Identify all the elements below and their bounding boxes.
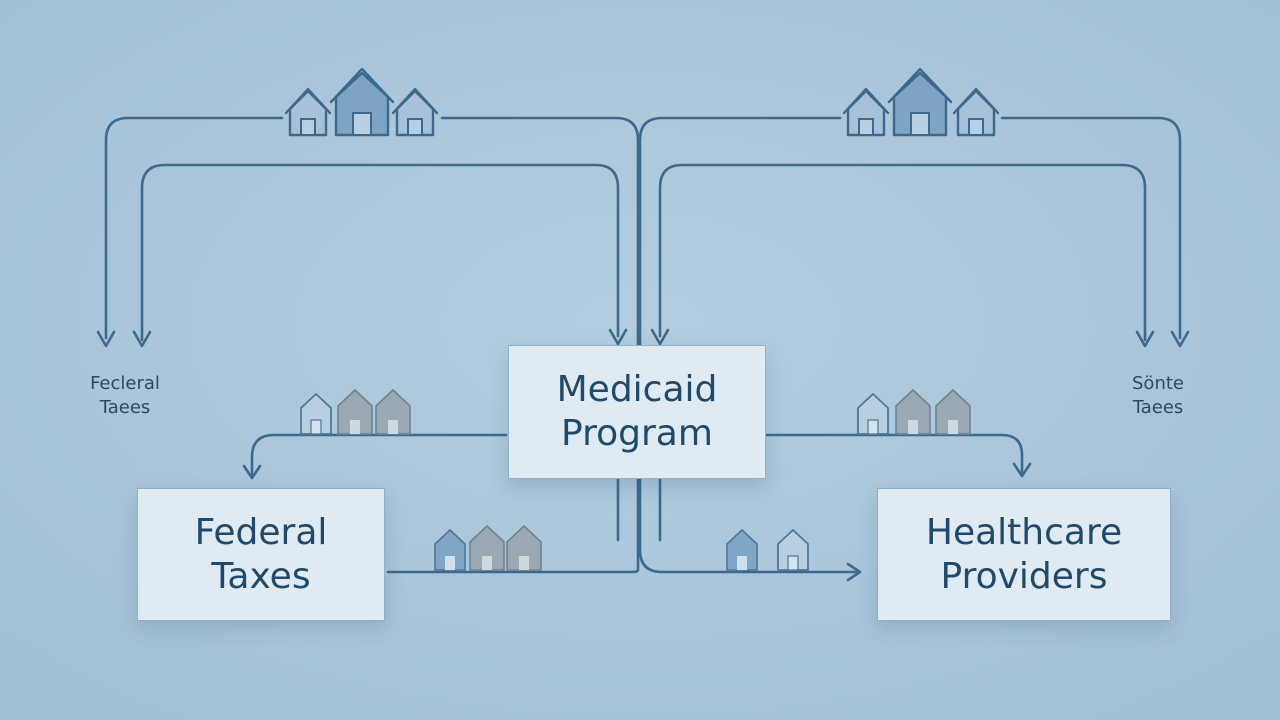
medicaid-program-node: Medicaid Program: [508, 345, 766, 479]
house-icon: [329, 67, 395, 137]
house-icon: [391, 87, 439, 137]
medicaid-program-line1: Medicaid: [556, 369, 718, 410]
house-icon: [284, 87, 332, 137]
healthcare-providers-node: Healthcare Providers: [877, 488, 1171, 621]
flow-line-medicaid-to-federal: [250, 433, 508, 476]
right-side-label: Sönte Taees: [1110, 372, 1206, 420]
healthcare-providers-line1: Healthcare: [925, 511, 1123, 553]
house-cluster-bottom-right: [726, 529, 809, 571]
medicaid-program-line2: Program: [561, 413, 713, 454]
left-side-label-line2: Taees: [99, 397, 151, 418]
flow-line-right-outer: [1000, 116, 1182, 340]
house-icon: [777, 529, 809, 571]
healthcare-providers-line2: Providers: [940, 555, 1108, 597]
right-side-label-line2: Taees: [1132, 397, 1184, 418]
house-icon: [337, 389, 373, 435]
house-cluster-mid-left: [300, 389, 411, 435]
arrowhead-into-medicaid-left: [608, 328, 628, 346]
arrowhead-into-healthcare: [846, 562, 862, 582]
house-icon: [434, 529, 466, 571]
federal-taxes-line2: Taxes: [211, 555, 311, 597]
house-icon: [469, 525, 505, 571]
house-icon: [842, 87, 890, 137]
arrowhead-left-inner: [132, 330, 152, 348]
house-cluster-top-left: [284, 67, 439, 137]
left-side-label-line1: Fecleral: [90, 373, 160, 394]
house-icon: [726, 529, 758, 571]
federal-taxes-node: Federal Taxes: [137, 488, 385, 621]
federal-taxes-line1: Federal: [194, 511, 328, 553]
flow-line-left-outer: [104, 116, 284, 340]
house-icon: [375, 389, 411, 435]
flow-line-right-inner: [658, 163, 1147, 342]
house-icon: [935, 389, 971, 435]
house-icon: [887, 67, 953, 137]
house-cluster-bottom-left: [434, 525, 542, 571]
house-cluster-top-right: [842, 67, 1000, 137]
arrowhead-right-inner: [1135, 330, 1155, 348]
house-icon: [300, 393, 332, 435]
house-icon: [857, 393, 889, 435]
right-side-label-line1: Sönte: [1132, 373, 1184, 394]
arrowhead-into-federal: [242, 464, 262, 480]
arrowhead-into-healthcare-top: [1012, 462, 1032, 478]
house-icon: [895, 389, 931, 435]
house-icon: [952, 87, 1000, 137]
arrowhead-right-outer: [1170, 330, 1190, 348]
left-side-label: Fecleral Taees: [72, 372, 178, 420]
house-cluster-mid-right: [857, 389, 971, 435]
house-icon: [506, 525, 542, 571]
flow-line-medicaid-to-healthcare: [764, 433, 1024, 474]
arrowhead-left-outer: [96, 330, 116, 348]
arrowhead-into-medicaid-right: [650, 328, 670, 346]
flow-line-left-inner: [140, 163, 620, 342]
